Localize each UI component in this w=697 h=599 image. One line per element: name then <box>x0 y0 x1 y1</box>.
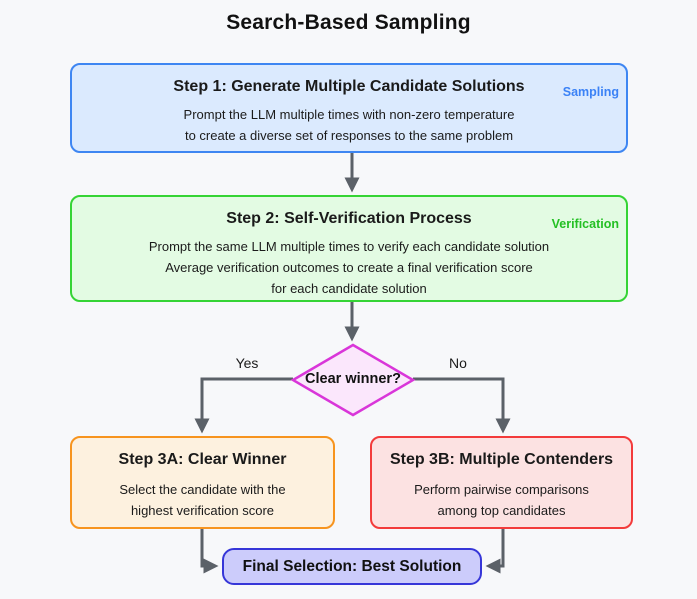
step2-body-line: Prompt the same LLM multiple times to ve… <box>148 239 550 254</box>
step3b-body: Perform pairwise comparisons among top c… <box>372 479 631 521</box>
step3b-body-line: among top candidates <box>437 503 566 518</box>
step1-body-line: to create a diverse set of responses to … <box>184 128 514 143</box>
arrow-decision-no-to-step3b <box>413 377 511 434</box>
step1-body: Prompt the LLM multiple times with non-z… <box>72 104 626 146</box>
step3b-node: Step 3B: Multiple Contenders Perform pai… <box>370 436 633 529</box>
step2-body: Prompt the same LLM multiple times to ve… <box>72 236 626 299</box>
step1-title: Step 1: Generate Multiple Candidate Solu… <box>173 78 525 95</box>
step3a-body: Select the candidate with the highest ve… <box>72 479 333 521</box>
arrow-step3b-to-final <box>485 529 505 574</box>
step2-body-line: for each candidate solution <box>271 281 427 296</box>
step1-tag: Sampling <box>562 85 619 99</box>
page-title: Search-Based Sampling <box>226 11 471 34</box>
step3a-title: Step 3A: Clear Winner <box>118 451 287 468</box>
step2-body-line: Average verification outcomes to create … <box>165 260 533 275</box>
arrow-step3a-to-final <box>200 529 219 574</box>
final-label: Final Selection: Best Solution <box>242 557 462 575</box>
step3b-title: Step 3B: Multiple Contenders <box>389 451 614 468</box>
decision-diamond-shape <box>290 343 416 417</box>
step2-node: Step 2: Self-Verification Process Verifi… <box>70 195 628 302</box>
final-node: Final Selection: Best Solution <box>222 548 482 585</box>
step3b-body-line: Perform pairwise comparisons <box>414 482 589 497</box>
arrow-decision-yes-to-step3a <box>194 377 293 434</box>
decision-label: Clear winner? <box>305 371 401 387</box>
step3a-body-line: Select the candidate with the <box>119 482 286 497</box>
step2-tag: Verification <box>551 217 619 231</box>
edge-label-yes: Yes <box>235 355 259 371</box>
step1-body-line: Prompt the LLM multiple times with non-z… <box>183 107 515 122</box>
step2-title: Step 2: Self-Verification Process <box>226 210 472 227</box>
step1-node: Step 1: Generate Multiple Candidate Solu… <box>70 63 628 153</box>
edge-label-no: No <box>449 355 467 371</box>
step3a-body-line: highest verification score <box>130 503 275 518</box>
step3a-node: Step 3A: Clear Winner Select the candida… <box>70 436 335 529</box>
